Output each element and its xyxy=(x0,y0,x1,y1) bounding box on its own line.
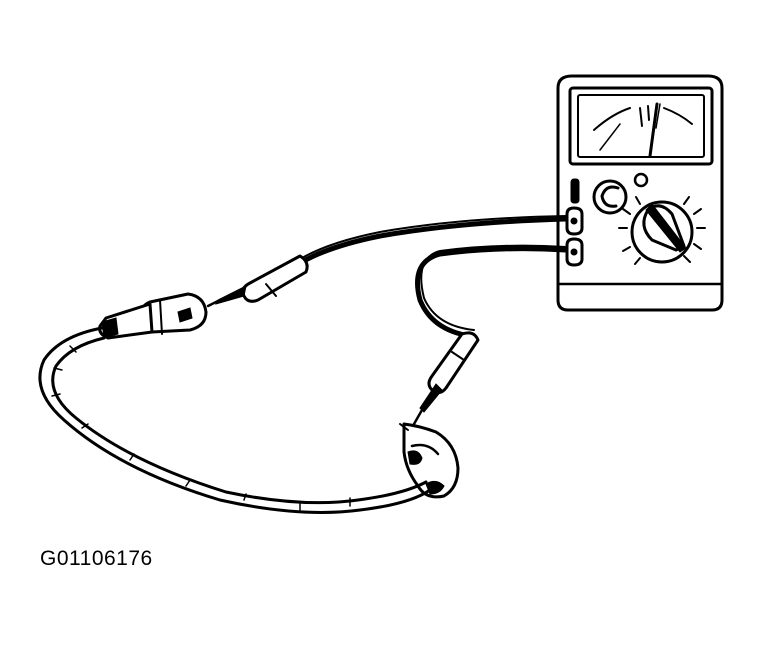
range-slot xyxy=(570,178,580,204)
terminal-jack-lower xyxy=(565,237,584,267)
test-lead-positive xyxy=(206,215,569,308)
indicator-lamp xyxy=(633,172,649,188)
probe-handle-positive xyxy=(206,254,309,308)
range-selector-dial xyxy=(618,196,706,265)
sensor-connector-left xyxy=(98,292,208,340)
sensor-harness-cable xyxy=(38,326,432,514)
multimeter xyxy=(556,74,724,312)
test-lead-negative xyxy=(412,244,569,426)
figure-code: G01106176 xyxy=(40,547,153,570)
probe-handle-negative xyxy=(412,331,480,426)
terminal-jack-upper xyxy=(565,206,584,236)
zero-adjust-knob xyxy=(592,179,628,215)
multimeter-needle xyxy=(648,102,661,158)
multimeter-display xyxy=(568,86,714,166)
speed-sensor xyxy=(399,422,460,499)
